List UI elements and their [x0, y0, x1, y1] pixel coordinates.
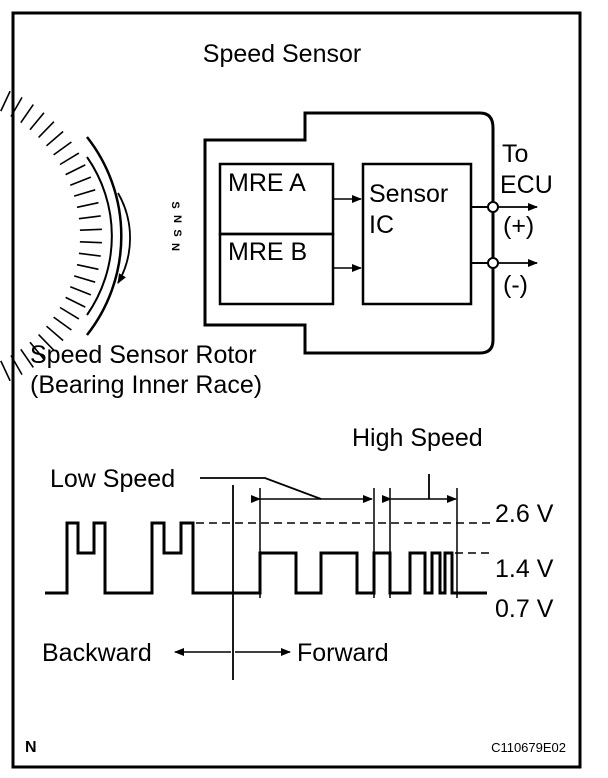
rotor-tooth [38, 334, 55, 351]
rotor-tooth [59, 152, 80, 166]
to-ecu-label-line2: ECU [500, 171, 553, 199]
sensor-output-waveform [45, 521, 487, 595]
rotor-tooth [53, 316, 72, 331]
voltage-0-7v-label: 0.7 V [495, 595, 554, 623]
figure-id: C110679E02 [491, 740, 566, 755]
rotor-tooth [0, 90, 11, 112]
high-speed-label: High Speed [352, 424, 483, 452]
corner-mark: N [25, 739, 37, 756]
rotor-tooth [29, 112, 45, 131]
minus-label: (-) [503, 271, 528, 299]
rotor-tooth [65, 296, 86, 308]
rotor-tooth [10, 97, 23, 117]
plus-label: (+) [503, 212, 534, 240]
backward-label: Backward [42, 639, 152, 667]
rotor-tooth [65, 164, 86, 176]
rotor-tooth [70, 176, 92, 186]
low-speed-label: Low Speed [50, 465, 175, 493]
rotor-tooth [38, 121, 55, 138]
rotor-tooth [53, 141, 72, 156]
rotor-tooth [59, 306, 80, 320]
sensor-ic-label-line1: Sensor [369, 180, 448, 208]
mre-a-label: MRE A [228, 169, 306, 197]
sensor-housing [203, 111, 495, 355]
rotor-tooth [70, 286, 92, 296]
sensor-ic-label-line2: IC [369, 211, 394, 239]
outer-frame [11, 11, 582, 769]
rotor-teeth [0, 90, 102, 382]
rotor-tooth [79, 228, 102, 231]
rotor-tooth [73, 189, 96, 197]
rotor-tooth [79, 241, 102, 244]
rotor-tooth [76, 201, 99, 209]
rotor-tooth [73, 275, 96, 283]
rotor-pole-3: S [171, 229, 183, 236]
output-minus-terminal [487, 257, 499, 269]
low-speed-leader [200, 477, 322, 500]
rotor-pole-1: S [169, 201, 181, 208]
rotor-label-line1: Speed Sensor Rotor [30, 341, 257, 369]
rotor-tooth [20, 348, 34, 368]
mre-b-label: MRE B [228, 238, 307, 266]
rotor-tooth [78, 252, 101, 257]
voltage-1-4v-label: 1.4 V [495, 555, 554, 583]
rotor-tooth [10, 355, 23, 375]
rotor-tooth [29, 341, 45, 360]
rotor-tooth [45, 325, 64, 342]
rotation-direction-arrow [117, 192, 131, 284]
rotor-tooth [0, 360, 11, 382]
rotor-tooth [78, 215, 101, 220]
diagram-title: Speed Sensor [203, 40, 361, 68]
rotor-label-line2: (Bearing Inner Race) [30, 371, 262, 399]
rotor-outer-arc [86, 136, 123, 336]
rotor-inner-arc [86, 156, 113, 316]
forward-label: Forward [297, 639, 389, 667]
voltage-2-6v-label: 2.6 V [495, 500, 554, 528]
rotor-tooth [45, 130, 64, 147]
rotor-tooth [20, 104, 34, 124]
mre-b-box [218, 232, 335, 306]
rotor-tooth [76, 263, 99, 271]
rotor-pole-2: N [171, 215, 183, 223]
speed-sensor-rotor: S N S N [0, 90, 183, 382]
sensor-ic-box [361, 162, 473, 306]
output-plus-terminal [487, 201, 499, 213]
rotor-pole-4: N [169, 243, 181, 251]
to-ecu-label-line1: To [502, 140, 528, 168]
